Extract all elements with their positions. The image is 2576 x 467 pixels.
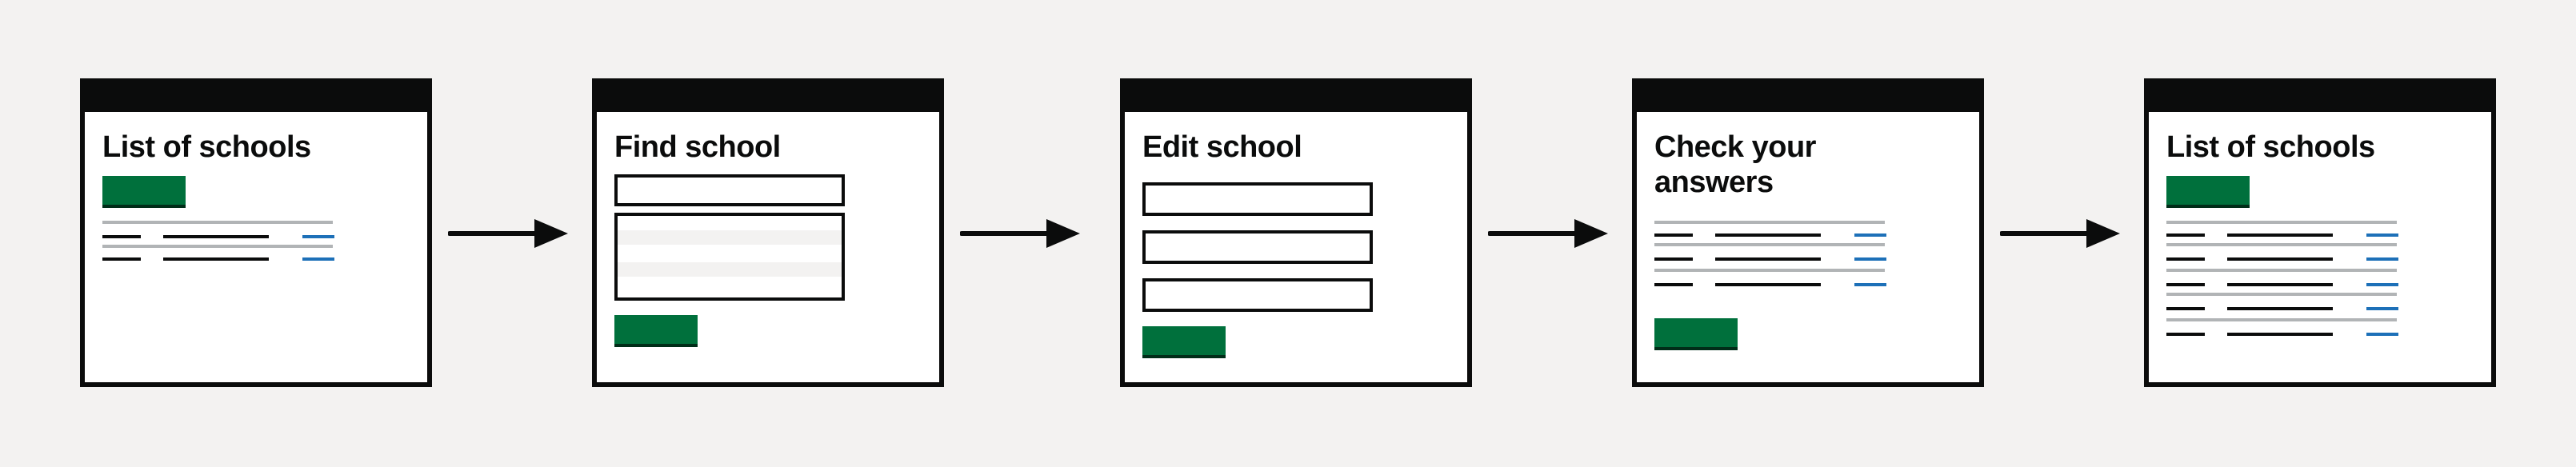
right-arrow-icon xyxy=(2000,219,2120,248)
summary-row-key xyxy=(1654,257,1693,261)
table-row-value xyxy=(2227,257,2333,261)
table-divider xyxy=(2166,269,2397,272)
table-row-action-link xyxy=(302,235,334,238)
screen-find-school: Find school xyxy=(592,78,944,387)
summary-row-change-link xyxy=(1854,283,1886,286)
table-row-action-link xyxy=(2366,283,2398,286)
table-row-key xyxy=(2166,257,2205,261)
table-divider xyxy=(2166,318,2397,321)
screen-title: List of schools xyxy=(2166,130,2375,164)
result-row xyxy=(618,262,842,277)
screen-title: Check your answers xyxy=(1654,130,1816,199)
summary-row-change-link xyxy=(1854,257,1886,261)
save-button xyxy=(1142,326,1226,358)
table-row-value xyxy=(2227,283,2333,286)
table-row-value xyxy=(163,235,269,238)
add-school-button xyxy=(102,176,186,208)
table-row-value xyxy=(163,257,269,261)
text-field xyxy=(1142,182,1373,216)
continue-button xyxy=(614,315,698,347)
table-row-key xyxy=(102,257,141,261)
screen-list-of-schools: List of schools xyxy=(80,78,432,387)
table-row-action-link xyxy=(2366,333,2398,336)
table-row-action-link xyxy=(302,257,334,261)
result-row xyxy=(618,230,842,245)
right-arrow-icon xyxy=(448,219,568,248)
summary-row-key xyxy=(1654,283,1693,286)
summary-row-change-link xyxy=(1854,234,1886,237)
text-field xyxy=(1142,230,1373,264)
screen-title: Find school xyxy=(614,130,781,164)
text-field xyxy=(1142,278,1373,312)
table-row-key xyxy=(2166,234,2205,237)
summary-divider xyxy=(1654,243,1885,246)
table-row-key xyxy=(2166,307,2205,310)
summary-row-value xyxy=(1715,257,1821,261)
screen-list-of-schools-updated: List of schools xyxy=(2144,78,2496,387)
table-divider xyxy=(2166,221,2397,224)
search-results-list xyxy=(614,213,845,301)
table-row-value xyxy=(2227,307,2333,310)
table-row-action-link xyxy=(2366,234,2398,237)
window-header-bar xyxy=(1125,83,1467,112)
window-header-bar xyxy=(1637,83,1979,112)
right-arrow-icon xyxy=(960,219,1080,248)
window-header-bar xyxy=(597,83,939,112)
table-row-action-link xyxy=(2366,307,2398,310)
screen-edit-school: Edit school xyxy=(1120,78,1472,387)
table-row-action-link xyxy=(2366,257,2398,261)
table-row-key xyxy=(2166,333,2205,336)
summary-divider xyxy=(1654,221,1885,224)
table-row-value xyxy=(2227,333,2333,336)
summary-row-key xyxy=(1654,234,1693,237)
window-header-bar xyxy=(85,83,427,112)
window-header-bar xyxy=(2149,83,2491,112)
search-input xyxy=(614,174,845,206)
table-divider xyxy=(102,221,333,224)
summary-divider xyxy=(1654,269,1885,272)
screen-title: Edit school xyxy=(1142,130,1302,164)
table-row-key xyxy=(102,235,141,238)
add-school-button xyxy=(2166,176,2250,208)
screen-title: List of schools xyxy=(102,130,311,164)
table-row-key xyxy=(2166,283,2205,286)
summary-row-value xyxy=(1715,234,1821,237)
summary-row-value xyxy=(1715,283,1821,286)
table-divider xyxy=(2166,243,2397,246)
table-row-value xyxy=(2227,234,2333,237)
screen-check-your-answers: Check your answers xyxy=(1632,78,1984,387)
table-divider xyxy=(2166,293,2397,296)
accept-and-send-button xyxy=(1654,318,1738,350)
table-divider xyxy=(102,245,333,248)
right-arrow-icon xyxy=(1488,219,1608,248)
